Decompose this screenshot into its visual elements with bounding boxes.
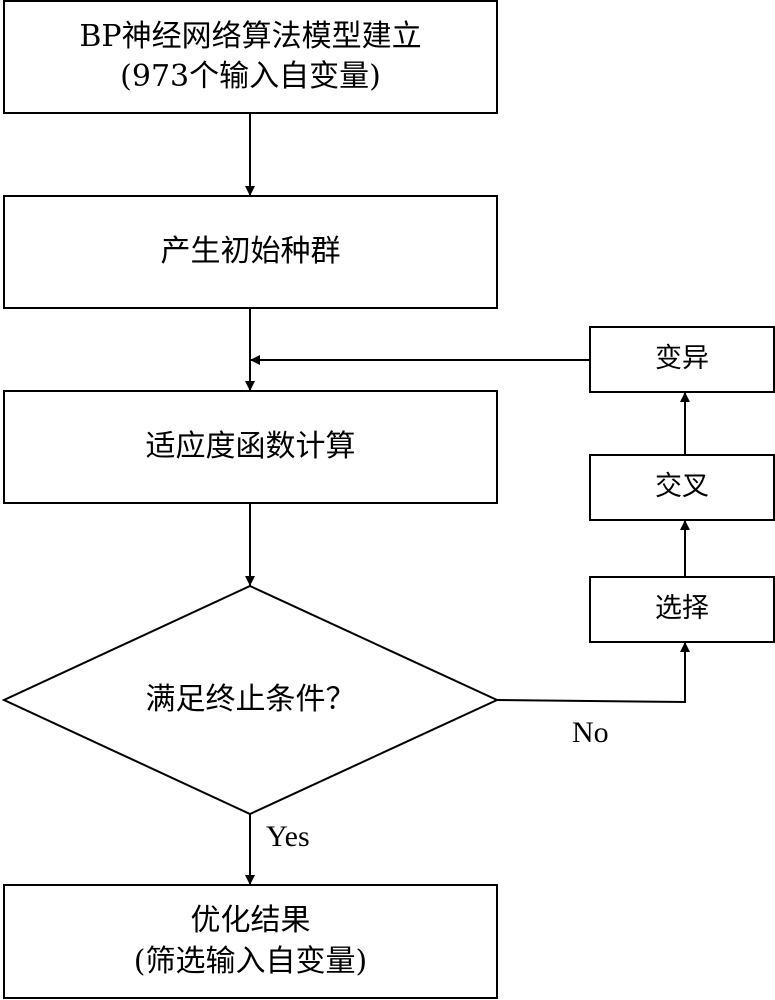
- arrow-decision-to-selection: [496, 642, 690, 704]
- init-population-label: 产生初始种群: [160, 233, 341, 269]
- selection-label: 选择: [655, 593, 709, 625]
- selection-text: 选择: [590, 577, 774, 642]
- decision-label: 满足终止条件？: [145, 681, 356, 717]
- result-subtitle: (筛选输入自变量): [133, 943, 368, 979]
- crossover-text: 交叉: [590, 455, 774, 520]
- mutation-label: 变异: [655, 343, 709, 375]
- crossover-label: 交叉: [655, 471, 709, 503]
- result-title: 优化结果: [190, 903, 311, 938]
- yes-label: Yes: [266, 820, 310, 853]
- model-title: BP神经网络算法模型建立: [79, 18, 422, 54]
- no-label: No: [572, 716, 609, 749]
- model-subtitle: (973个输入自变量): [120, 59, 381, 94]
- mutation-text: 变异: [590, 327, 774, 392]
- fitness-text: 适应度函数计算: [4, 391, 497, 503]
- decision-text: 满足终止条件？: [4, 670, 497, 730]
- result-text: 优化结果 (筛选输入自变量): [4, 885, 497, 998]
- model-box-text: BP神经网络算法模型建立 (973个输入自变量): [4, 1, 497, 113]
- fitness-label: 适应度函数计算: [145, 428, 356, 464]
- init-population-text: 产生初始种群: [4, 196, 497, 308]
